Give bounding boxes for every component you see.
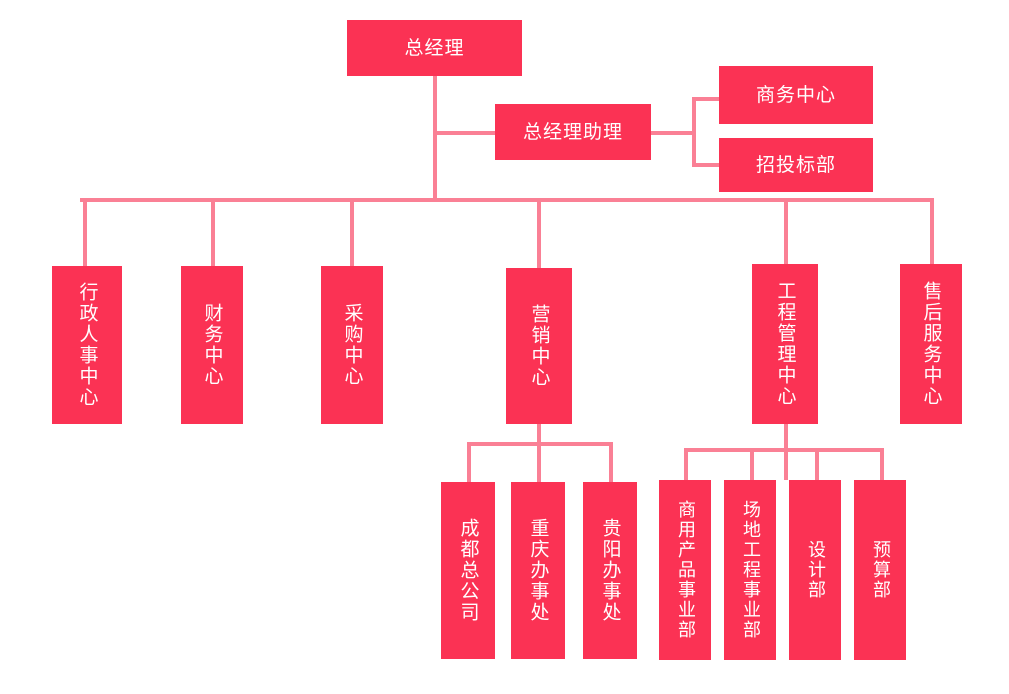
node-engineering-mgmt-center-label: 工程管理中心: [774, 281, 797, 407]
node-general-manager[interactable]: 总经理: [347, 20, 522, 76]
connector-gm-trunk: [433, 76, 437, 200]
node-design-dept-label: 设计部: [805, 540, 826, 600]
connector-engineering-bus: [684, 448, 884, 452]
connector-bus-to-business-center: [692, 97, 720, 101]
connector-drop-chengdu: [467, 442, 471, 482]
connector-drop-admin-hr: [83, 198, 87, 266]
connector-drop-engineering: [784, 198, 788, 264]
node-procurement-center-label: 采购中心: [341, 303, 364, 387]
node-marketing-center[interactable]: 营销中心: [506, 268, 572, 424]
connector-engineering-trunk: [784, 424, 788, 480]
connector-bus-to-bidding-dept: [692, 163, 720, 167]
node-admin-hr-center-label: 行政人事中心: [76, 282, 99, 408]
node-admin-hr-center[interactable]: 行政人事中心: [52, 266, 122, 424]
node-bidding-dept[interactable]: 招投标部: [719, 138, 873, 192]
node-site-engineering-div-label: 场地工程事业部: [740, 500, 761, 640]
connector-drop-guiyang: [609, 442, 613, 482]
node-site-engineering-div[interactable]: 场地工程事业部: [724, 480, 776, 660]
connector-drop-budget: [880, 448, 884, 482]
node-gm-assistant[interactable]: 总经理助理: [495, 104, 651, 160]
node-budget-dept[interactable]: 预算部: [854, 480, 906, 660]
node-commercial-products-div-label: 商用产品事业部: [675, 500, 696, 640]
node-chengdu-head-office-label: 成都总公司: [457, 518, 480, 623]
node-aftersales-center-label: 售后服务中心: [920, 281, 943, 407]
node-aftersales-center[interactable]: 售后服务中心: [900, 264, 962, 424]
node-gm-assistant-label: 总经理助理: [522, 120, 623, 143]
node-chongqing-office-label: 重庆办事处: [527, 518, 550, 623]
connector-assistant-bus: [692, 97, 696, 167]
node-chongqing-office[interactable]: 重庆办事处: [511, 482, 565, 659]
connector-drop-chongqing: [537, 442, 541, 482]
node-budget-dept-label: 预算部: [870, 540, 891, 600]
node-guiyang-office[interactable]: 贵阳办事处: [583, 482, 637, 659]
connector-drop-procurement: [350, 198, 354, 266]
connector-drop-design: [815, 448, 819, 482]
node-marketing-center-label: 营销中心: [528, 304, 551, 388]
connector-drop-site-engineering: [750, 448, 754, 482]
node-commercial-products-div[interactable]: 商用产品事业部: [659, 480, 711, 660]
node-bidding-dept-label: 招投标部: [755, 153, 836, 176]
connector-drop-commercial-products: [684, 448, 688, 482]
node-design-dept[interactable]: 设计部: [789, 480, 841, 660]
connector-drop-aftersales: [930, 198, 934, 264]
connector-drop-finance: [211, 198, 215, 266]
node-general-manager-label: 总经理: [404, 36, 465, 59]
node-finance-center[interactable]: 财务中心: [181, 266, 243, 424]
node-business-center[interactable]: 商务中心: [719, 66, 873, 124]
node-engineering-mgmt-center[interactable]: 工程管理中心: [752, 264, 818, 424]
node-chengdu-head-office[interactable]: 成都总公司: [441, 482, 495, 659]
connector-gm-to-assistant: [433, 131, 495, 135]
connector-assistant-to-bus: [651, 131, 696, 135]
node-guiyang-office-label: 贵阳办事处: [599, 518, 622, 623]
node-business-center-label: 商务中心: [755, 83, 836, 106]
connector-drop-marketing: [537, 198, 541, 268]
node-finance-center-label: 财务中心: [201, 303, 224, 387]
node-procurement-center[interactable]: 采购中心: [321, 266, 383, 424]
connector-main-bus: [80, 198, 934, 202]
